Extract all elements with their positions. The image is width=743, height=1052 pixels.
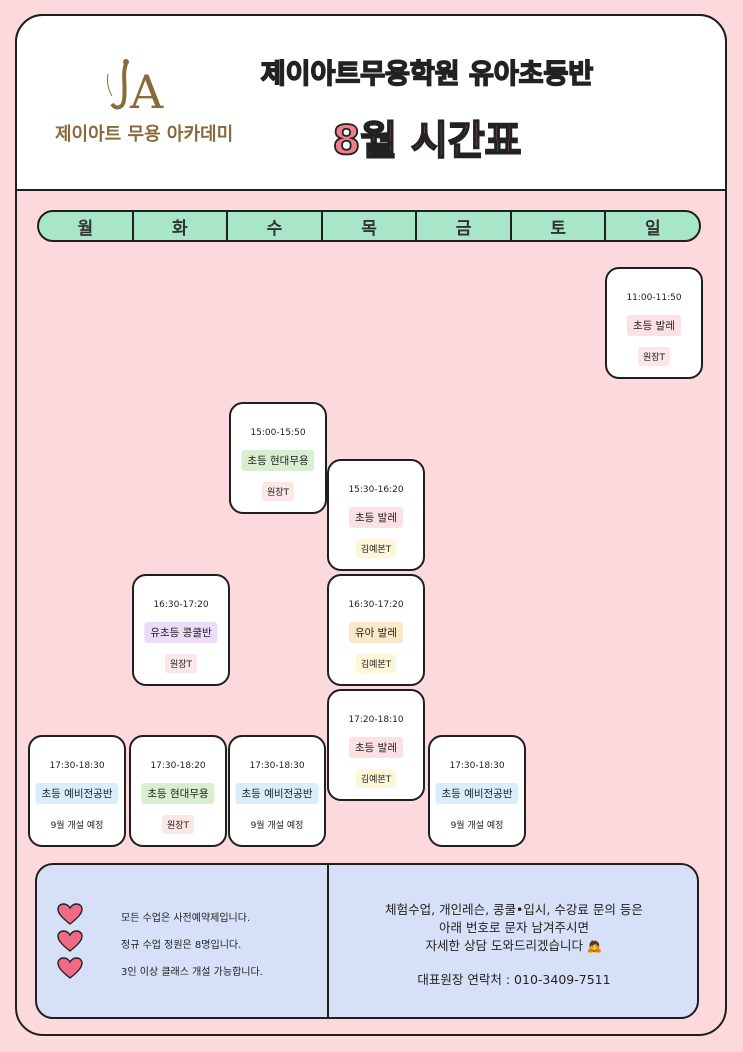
heart-icon <box>57 957 83 979</box>
contact-line-1: 체험수업, 개인레슨, 콩쿨•입시, 수강료 문의 등은 <box>385 902 643 917</box>
class-time: 15:00-15:50 <box>250 428 306 438</box>
note-item: 정규 수업 정원은 8명입니다. <box>57 930 317 954</box>
class-card-thu-1: 15:30-16:20 초등 발레 김예본T <box>327 459 425 571</box>
class-name: 초등 예비전공반 <box>35 783 119 804</box>
contact-line-2: 아래 번호로 문자 남겨주시면 <box>439 920 589 935</box>
class-name: 초등 예비전공반 <box>235 783 319 804</box>
note-text: 정규 수업 정원은 8명입니다. <box>121 940 242 951</box>
day-mon: 월 <box>77 218 94 239</box>
class-name: 유초등 콩쿨반 <box>144 622 218 643</box>
contact-phone: 대표원장 연락처 : 010-3409-7511 <box>417 972 611 987</box>
class-teacher: 9월 개설 예정 <box>245 815 309 834</box>
day-fri: 금 <box>415 212 510 240</box>
class-time: 17:30-18:20 <box>150 761 206 771</box>
day-tue: 화 <box>131 212 227 240</box>
class-time: 15:30-16:20 <box>348 485 404 495</box>
class-teacher: 김예본T <box>355 539 397 558</box>
class-teacher: 원장T <box>261 482 295 501</box>
header: A 제이아트 무용 아카데미 제이아트무용학원 유아초등반 8월 시간표 <box>15 14 727 191</box>
day-wed: 수 <box>226 212 321 240</box>
class-name: 유아 발레 <box>349 622 403 643</box>
note-item: 3인 이상 클래스 개설 가능합니다. <box>57 957 317 981</box>
info-divider <box>327 865 329 1017</box>
class-time: 17:30-18:30 <box>49 761 105 771</box>
class-teacher: 9월 개설 예정 <box>445 815 509 834</box>
class-teacher: 김예본T <box>355 769 397 788</box>
class-name: 초등 발레 <box>627 315 681 336</box>
logo-name: 제이아트 무용 아카데미 <box>55 124 234 145</box>
class-teacher: 김예본T <box>355 654 397 673</box>
class-name: 초등 발레 <box>349 737 403 758</box>
class-time: 11:00-11:50 <box>626 293 682 303</box>
dancer-logo-icon: A <box>107 59 164 118</box>
class-card-tue-2: 17:30-18:20 초등 현대무용 원장T <box>129 735 227 847</box>
weekday-bar: 월 화 수 목 금 토 일 <box>37 210 701 242</box>
class-card-tue-1: 16:30-17:20 유초등 콩쿨반 원장T <box>132 574 230 686</box>
class-time: 17:30-18:30 <box>449 761 505 771</box>
class-teacher: 9월 개설 예정 <box>45 815 109 834</box>
day-sat: 토 <box>509 212 605 240</box>
class-time: 17:20-18:10 <box>348 715 404 725</box>
note-item: 모든 수업은 사전예약제입니다. <box>57 903 317 927</box>
class-card-fri-1: 17:30-18:30 초등 예비전공반 9월 개설 예정 <box>428 735 526 847</box>
class-name: 초등 현대무용 <box>141 783 215 804</box>
class-time: 16:30-17:20 <box>348 600 404 610</box>
svg-text:A: A <box>129 65 164 118</box>
page-title: 제이아트무용학원 유아초등반 <box>260 58 594 91</box>
class-card-wed-1: 15:00-15:50 초등 현대무용 원장T <box>229 402 327 514</box>
day-sun: 일 <box>604 212 699 240</box>
info-box: 모든 수업은 사전예약제입니다. 정규 수업 정원은 8명입니다. 3인 이상 … <box>35 863 699 1019</box>
day-thu: 목 <box>320 212 416 240</box>
note-text: 3인 이상 클래스 개설 가능합니다. <box>121 967 263 978</box>
class-card-thu-3: 17:20-18:10 초등 발레 김예본T <box>327 689 425 801</box>
class-teacher: 원장T <box>164 654 198 673</box>
class-card-sun-1: 11:00-11:50 초등 발레 원장T <box>605 267 703 379</box>
class-name: 초등 발레 <box>349 507 403 528</box>
class-time: 16:30-17:20 <box>153 600 209 610</box>
class-card-wed-2: 17:30-18:30 초등 예비전공반 9월 개설 예정 <box>228 735 326 847</box>
class-name: 초등 현대무용 <box>241 450 315 471</box>
class-teacher: 원장T <box>637 347 671 366</box>
class-time: 17:30-18:30 <box>249 761 305 771</box>
class-card-thu-2: 16:30-17:20 유아 발레 김예본T <box>327 574 425 686</box>
page-subtitle: 8월 시간표 <box>332 117 523 165</box>
heart-icon <box>57 903 83 925</box>
contact-line-3: 자세한 상담 도와드리겠습니다 🙇 <box>425 938 603 953</box>
class-name: 초등 예비전공반 <box>435 783 519 804</box>
heart-icon <box>57 930 83 952</box>
class-card-mon-1: 17:30-18:30 초등 예비전공반 9월 개설 예정 <box>28 735 126 847</box>
class-teacher: 원장T <box>161 815 195 834</box>
note-text: 모든 수업은 사전예약제입니다. <box>121 913 251 924</box>
